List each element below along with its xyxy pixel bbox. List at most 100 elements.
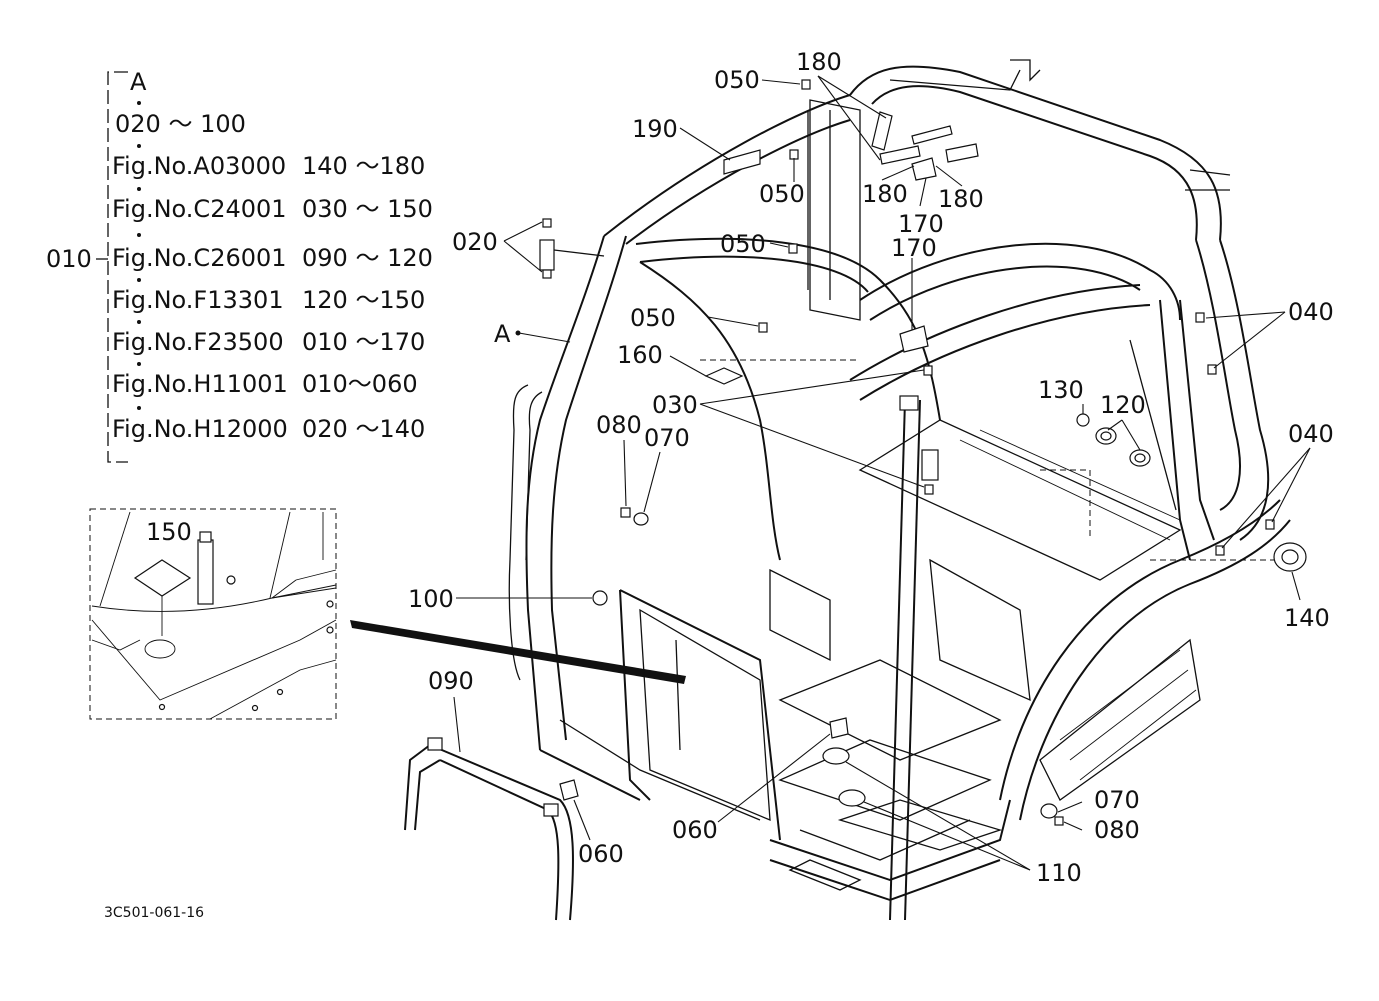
callout-040: 040 (1288, 420, 1334, 448)
legend-range: 010 〜170 (302, 328, 425, 356)
floor-rear-area (778, 659, 1002, 761)
door-panel (639, 608, 771, 822)
fender-arch-inner (1019, 519, 1291, 821)
legend-main-part: 010 (46, 245, 92, 273)
leader (699, 369, 925, 405)
legend-range: 120 〜150 (302, 286, 425, 314)
callout-060: 060 (578, 840, 624, 868)
plug-110 (822, 747, 850, 765)
legend-dot (137, 406, 141, 410)
right-front-pillar-inner (904, 399, 921, 921)
leader (919, 177, 927, 207)
callout-070: 070 (1094, 786, 1140, 814)
inset-edge (99, 511, 131, 607)
nut-030 (923, 365, 933, 376)
inset-edge (91, 584, 337, 612)
roof-rear-bar (849, 65, 1222, 241)
leader (1063, 821, 1083, 831)
inset-pointer-arrow (350, 620, 686, 684)
pin-part (197, 539, 214, 605)
leader (717, 733, 831, 823)
callout-080: 080 (1094, 816, 1140, 844)
leader (679, 127, 731, 161)
legend-range: 010〜060 (302, 370, 418, 398)
legend-dot (137, 187, 141, 191)
door-frame (619, 589, 781, 841)
callout-170: 170 (898, 210, 944, 238)
leader (1213, 311, 1286, 369)
legend-range: 030 〜 150 (302, 195, 433, 223)
legend-group-label: A (130, 68, 147, 96)
nut-030 (924, 484, 934, 495)
hidden-line (1040, 469, 1091, 540)
front-bar-leg (404, 744, 431, 831)
legend-fig: Fig.No.F23500 (112, 328, 284, 356)
windshield-arch (639, 261, 781, 561)
callout-170: 170 (891, 234, 937, 262)
rear-deck-lines (959, 429, 1181, 541)
left-sill-inner (559, 719, 761, 821)
floor-front-edge-lower (769, 859, 1001, 902)
seat-base (929, 558, 1031, 702)
callout-080: 080 (596, 411, 642, 439)
nut-040 (1195, 312, 1205, 323)
floor-front-edge (769, 799, 1011, 882)
hinge-020 (539, 239, 555, 271)
panel-190 (723, 149, 761, 175)
cap-160 (704, 367, 744, 385)
leader (761, 79, 801, 85)
leader (669, 355, 707, 377)
legend-range: 090 〜 120 (302, 244, 433, 272)
legend-bracket (107, 71, 128, 463)
leader (1205, 311, 1286, 319)
callout-190: 190 (632, 115, 678, 143)
legend-dot (137, 233, 141, 237)
right-front-pillar (889, 399, 906, 921)
bolt-hole (326, 626, 334, 634)
rubber-180 (879, 145, 921, 165)
leader (845, 761, 1031, 871)
right-rear-pillar (1159, 299, 1191, 561)
fender-arch (999, 499, 1281, 801)
callout-140: 140 (1284, 604, 1330, 632)
leader (1221, 447, 1311, 549)
bolt-hole (326, 600, 334, 608)
grommet-140-inner (1281, 549, 1299, 565)
inset-floor (91, 639, 141, 651)
grommet-120-inner (1100, 431, 1112, 441)
cap-nut-050 (789, 149, 799, 160)
hinge-bolt (542, 269, 552, 279)
bushing-100 (592, 590, 608, 606)
plug-part-150 (133, 559, 192, 597)
leader (881, 165, 915, 181)
door-panel-line (675, 639, 681, 751)
nut-040 (1215, 545, 1225, 556)
leader (769, 242, 789, 248)
rubber-060 (829, 717, 849, 739)
bolt-hole (251, 704, 259, 712)
grommet-120-inner (1134, 453, 1146, 463)
leader-lines (453, 75, 1311, 871)
legend-dot (137, 362, 141, 366)
callout-labels: 050 180 190 050 180 180 170 050 170 020 … (408, 48, 1334, 887)
cross-arch-inner (639, 255, 869, 293)
cap-nut-050 (788, 243, 798, 254)
inset-floor (91, 619, 337, 701)
cushion-070 (633, 512, 649, 526)
leader-dot (515, 330, 521, 336)
nut-part (226, 575, 236, 585)
legend-fig: Fig.No.F13301 (112, 286, 284, 314)
washer-080 (620, 507, 631, 518)
cap-nut-050 (801, 79, 811, 90)
callout-A: A (494, 320, 511, 348)
fender-panel (1039, 638, 1201, 801)
step-pad (788, 859, 862, 891)
inset-floor (209, 659, 337, 720)
callout-050: 050 (759, 180, 805, 208)
callout-160: 160 (617, 341, 663, 369)
nut-040 (1265, 519, 1275, 530)
callout-110: 110 (1036, 859, 1082, 887)
inset-hole (144, 639, 176, 659)
callout-100: 100 (408, 585, 454, 613)
legend-fig: Fig.No.H11001 (112, 370, 288, 398)
